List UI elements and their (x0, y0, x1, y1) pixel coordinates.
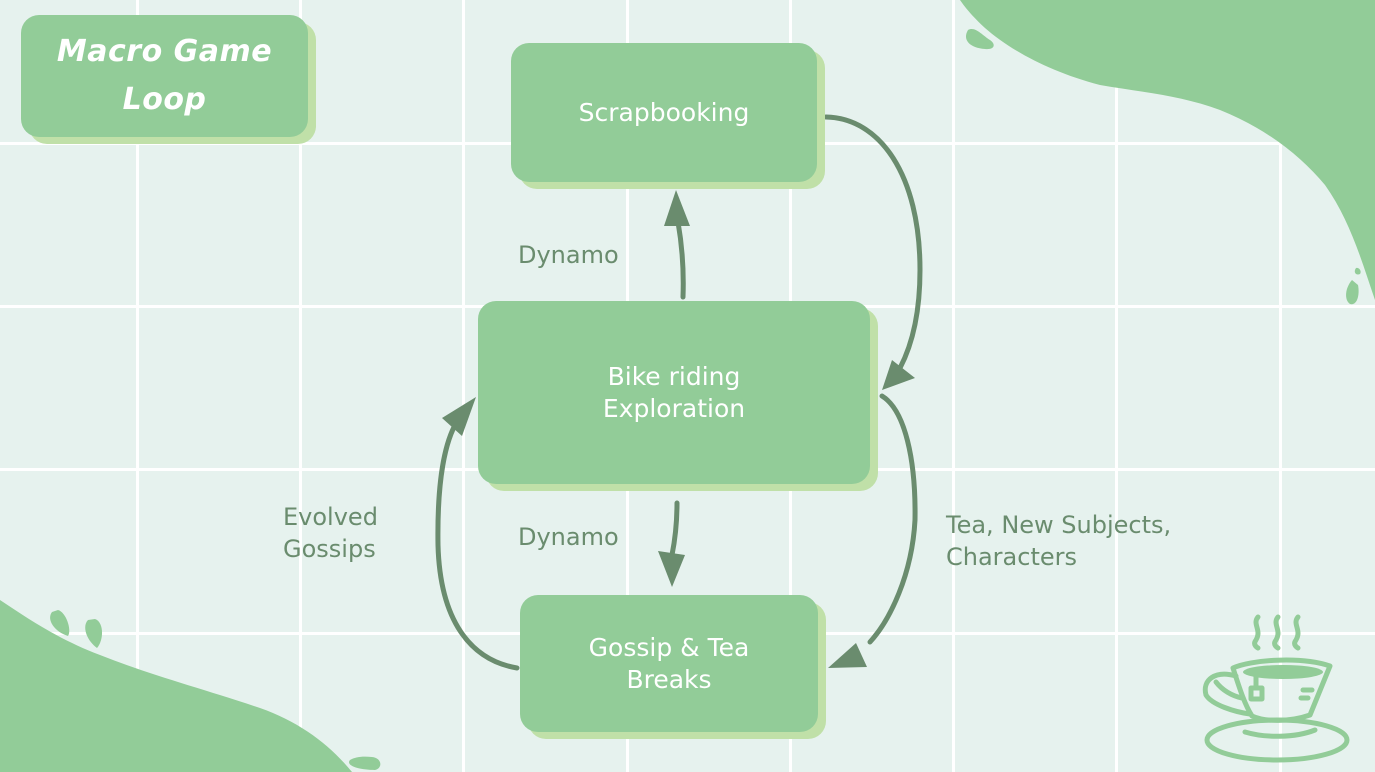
node-label: Scrapbooking (578, 97, 750, 127)
paint-splash-drop (349, 756, 381, 770)
paint-splash-top-right (960, 0, 1375, 300)
teacup-liquid (1243, 665, 1323, 679)
paint-splash-drop (50, 610, 70, 636)
paint-splash-drop (965, 29, 994, 50)
arrowhead-icon (882, 360, 915, 390)
arrow-scrapbooking-to-bike (823, 114, 923, 371)
grid-line (136, 0, 139, 772)
node-scrapbooking: Scrapbooking (511, 43, 817, 182)
node-label: Bike riding Exploration (602, 361, 746, 423)
arrowhead-icon (442, 397, 476, 436)
paint-splash-drop (1354, 267, 1361, 275)
arrow-bike-to-gossip-tea (867, 393, 918, 645)
arrowhead-icon (658, 551, 685, 587)
teacup-icon (1202, 614, 1350, 763)
arrow-bike-to-scrapbooking (675, 219, 686, 300)
node-bike-riding-exploration: Bike riding Exploration (478, 301, 870, 484)
arrowhead-icon (664, 190, 690, 226)
node-gossip-tea-breaks: Gossip & Tea Breaks (520, 595, 818, 732)
arrow-bike-to-gossip-dynamo (669, 500, 680, 558)
edge-label-dynamo-top: Dynamo (518, 241, 619, 269)
edge-label-dynamo-bottom: Dynamo (518, 523, 619, 551)
arrow-gossip-to-bike (435, 417, 520, 671)
title-box: Macro Game Loop (21, 15, 308, 137)
paint-splash-drop (1346, 280, 1359, 305)
edge-label-tea-subjects: Tea, New Subjects, Characters (946, 511, 1172, 571)
node-label: Gossip & Tea Breaks (588, 632, 750, 694)
grid-line (952, 0, 955, 772)
edge-label-evolved-gossips: Evolved Gossips (283, 503, 378, 563)
arrowhead-icon (828, 643, 867, 668)
grid-line (299, 0, 302, 772)
paint-splash-drop (85, 619, 103, 648)
page-title: Macro Game Loop (56, 34, 273, 117)
grid-line (462, 0, 465, 772)
grid-line (1115, 0, 1118, 772)
paint-splash-bottom-left (0, 600, 352, 772)
grid-line (1279, 0, 1282, 772)
